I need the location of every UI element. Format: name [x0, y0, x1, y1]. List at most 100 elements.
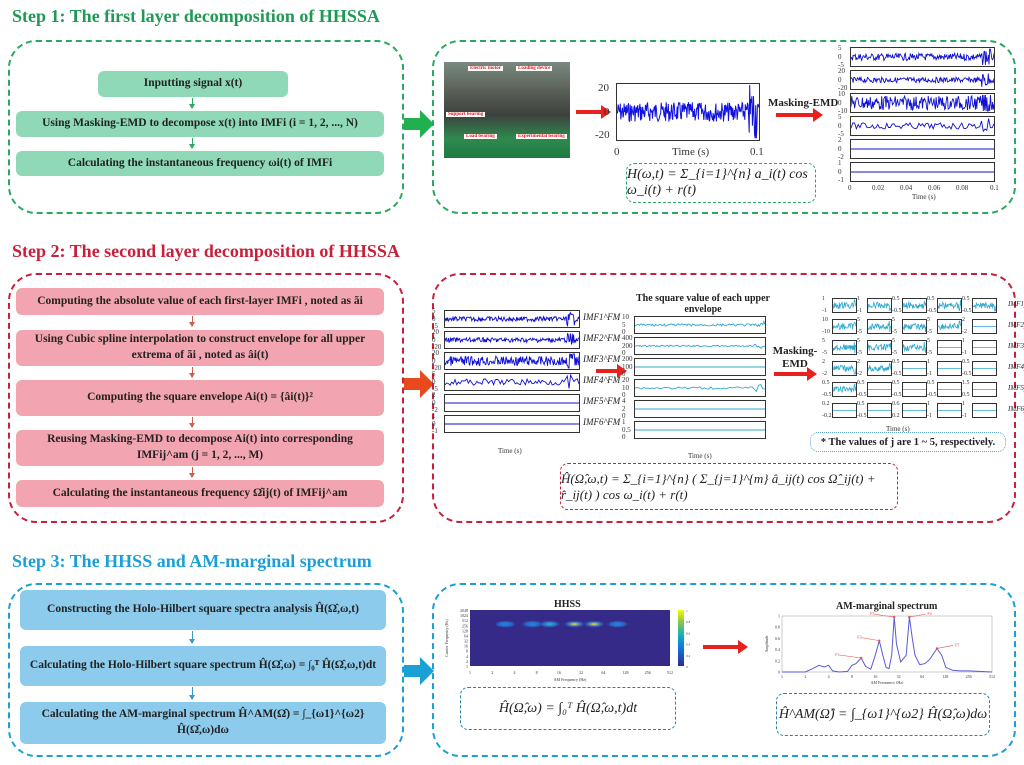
imf-trace — [445, 374, 579, 389]
ytick: 5 — [892, 317, 895, 323]
x-tick-label: 256 — [966, 674, 972, 679]
masking-emd-label: Masking-EMD — [768, 97, 839, 109]
step1-left-frame — [8, 40, 404, 214]
y-tick-label: 256 — [462, 623, 468, 628]
flow-arrow — [189, 687, 195, 700]
imf-subplot — [634, 337, 766, 355]
peak-marker — [878, 639, 881, 642]
ytick: -20 — [838, 84, 848, 92]
y-tick-label: 0.6 — [775, 636, 780, 641]
y-tick-label: 1 — [778, 614, 780, 619]
ytick: 5 — [822, 338, 825, 344]
xtick: 0.1 — [990, 184, 999, 192]
imf-trace — [851, 48, 994, 66]
ytick: 0.5 — [892, 380, 900, 386]
step3-left-frame — [8, 583, 404, 757]
step2-box-reuse: Reusing Masking-EMD to decompose Ai(t) i… — [16, 430, 384, 466]
am-line — [903, 300, 926, 310]
ytick: -0.5 — [962, 371, 972, 377]
xtick: 0.04 — [900, 184, 913, 192]
imf-label: IMF4^FM — [583, 375, 621, 385]
ytick: 2 — [962, 317, 965, 323]
ytick: 0 — [838, 121, 842, 130]
ytick: 0.5 — [962, 392, 970, 398]
y-tick-label: 64 — [464, 633, 468, 638]
x-tick-label: 4 — [828, 674, 830, 679]
am-row-label: IMF1j^AM — [1008, 300, 1024, 308]
ytick: -20 — [432, 343, 442, 351]
am-line — [973, 301, 996, 312]
ytick: 20 — [622, 376, 629, 384]
ytick: 0 — [432, 398, 436, 407]
ytick: 0 — [604, 106, 610, 118]
am-row-label: IMF4j^AM — [1008, 363, 1024, 371]
x-tick-label: 1 — [781, 674, 783, 679]
ytick: 1 — [962, 338, 965, 344]
am-trace — [973, 410, 996, 411]
imf-label: IMF2^FM — [583, 333, 621, 343]
imf-subplot — [634, 379, 766, 397]
y-axis-label: Carrier Frequency (Hz) — [444, 619, 449, 657]
y-axis-label: Amplitude — [764, 635, 769, 652]
imf-line — [851, 73, 994, 87]
y-tick-label: 32 — [464, 639, 468, 644]
xlabel: Time (s) — [912, 193, 936, 201]
ytick: 0 — [838, 52, 842, 61]
am-trace — [833, 410, 856, 411]
imf-line — [635, 343, 765, 349]
am-subplot — [972, 298, 997, 313]
am-subplot — [972, 340, 997, 355]
imf-label: IMF3^FM — [583, 354, 621, 364]
ytick: 0 — [622, 370, 626, 378]
imf-trace — [851, 118, 994, 133]
x-tick-label: 16 — [873, 674, 877, 679]
am-trace — [903, 341, 926, 354]
am-imf-grid: 1-11-10.5-0.50.5-0.50.5-0.5IMF1j^AM10-10… — [820, 296, 1024, 448]
ytick: 0 — [432, 314, 436, 323]
x-tick-label: 32 — [579, 670, 583, 675]
flow-arrow — [189, 631, 195, 644]
am-subplot — [832, 361, 857, 376]
am-subplot — [832, 298, 857, 313]
y-tick-label: 0 — [778, 670, 780, 675]
photo-label-load: Load bearing — [464, 134, 497, 139]
step2-connector-arrow — [404, 370, 434, 398]
photo-label-experimental: Experimental bearing — [516, 134, 567, 139]
step2-box-absolute: Computing the absolute value of each fir… — [16, 288, 384, 315]
annotation-line — [861, 637, 880, 641]
am-line — [868, 362, 891, 372]
am-line — [833, 299, 856, 310]
formula-text: Ĥ(Ω̂,ω,t) = Σ_{i=1}^{n} ( Σ_{j=1}^{m} â_… — [561, 470, 876, 502]
am-trace — [903, 368, 926, 369]
imf-subplot — [850, 93, 995, 113]
heatmap-hotspot — [493, 620, 518, 629]
step1-box-frequency: Calculating the instantaneous frequency … — [16, 151, 384, 176]
flow-arrow — [189, 98, 195, 109]
ytick: -5 — [892, 329, 897, 335]
hhss-title: HHSS — [554, 599, 581, 610]
masking-emd-label-2: Masking-EMD — [772, 345, 818, 371]
imf-subplot — [850, 70, 995, 90]
am-trace — [868, 342, 891, 352]
step2-left-frame — [8, 273, 404, 523]
am-subplot — [867, 340, 892, 355]
x-tick-label: 2 — [804, 674, 806, 679]
x-tick-label: 128 — [623, 670, 629, 675]
am-line — [868, 320, 891, 333]
imf-trace — [445, 311, 579, 327]
am-trace — [868, 362, 891, 372]
ytick: 0.5 — [962, 296, 970, 302]
x-tick-label: 256 — [645, 670, 651, 675]
x-tick-label: 1 — [469, 670, 471, 675]
am-subplot — [972, 361, 997, 376]
am-subplot — [832, 319, 857, 334]
am-subplot — [972, 382, 997, 397]
am-trace — [868, 300, 891, 312]
ytick: 5 — [892, 338, 895, 344]
x-tick-label: 512 — [667, 670, 673, 675]
x-tick-label: 16 — [557, 670, 561, 675]
ytick: 4 — [622, 397, 626, 405]
j-values-note: * The values of j are 1 ~ 5, respectivel… — [810, 432, 1006, 452]
imf-trace — [445, 353, 579, 369]
